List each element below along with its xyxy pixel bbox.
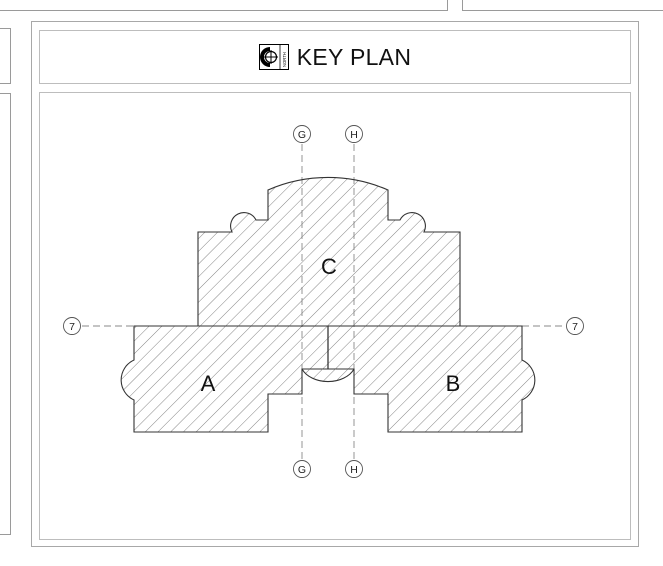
- grid-bubble-bottom-h: H: [345, 460, 363, 478]
- grid-label-left-7: 7: [69, 321, 75, 333]
- building-label-c: C: [321, 254, 337, 279]
- key-plan-drawing-area: G H G H 7 7 C A: [39, 92, 631, 540]
- north-label: NORTH: [282, 52, 287, 67]
- grid-label-top-g: G: [298, 129, 306, 141]
- grid-bubble-top-g: G: [293, 125, 311, 143]
- grid-label-top-h: H: [350, 129, 358, 141]
- building-a: [120, 325, 329, 433]
- key-plan-drawing: G H G H 7 7 C A: [63, 125, 584, 478]
- key-plan-header: NORTH KEY PLAN: [39, 30, 631, 84]
- neighbor-panel-top-right: [462, 0, 663, 11]
- grid-bubble-right-7: 7: [566, 317, 584, 335]
- neighbor-panel-top-left: [0, 0, 448, 11]
- building-b: [327, 325, 536, 433]
- building-label-b: B: [446, 371, 461, 396]
- grid-label-bottom-h: H: [350, 464, 358, 476]
- grid-bubble-left-7: 7: [63, 317, 81, 335]
- grid-label-bottom-g: G: [298, 464, 306, 476]
- building-c: [197, 177, 461, 327]
- grid-bubble-bottom-g: G: [293, 460, 311, 478]
- neighbor-panel-left-upper: [0, 28, 11, 84]
- key-plan-panel: NORTH KEY PLAN: [31, 21, 639, 547]
- page-title: KEY PLAN: [296, 43, 412, 70]
- north-arrow-icon: NORTH: [258, 44, 289, 70]
- grid-bubble-top-h: H: [345, 125, 363, 143]
- grid-label-right-7: 7: [572, 321, 578, 333]
- building-label-a: A: [201, 371, 216, 396]
- neighbor-panel-left-lower: [0, 93, 11, 535]
- link-curve: [301, 368, 355, 383]
